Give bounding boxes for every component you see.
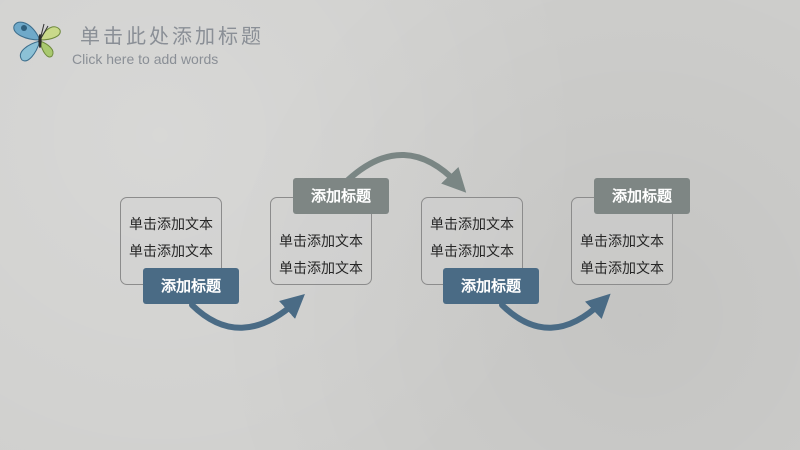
slide-header: 单击此处添加标题 Click here to add words xyxy=(10,12,310,72)
page-title[interactable]: 单击此处添加标题 xyxy=(80,24,264,48)
arrow-3-to-4 xyxy=(499,293,611,331)
step-2-label[interactable]: 添加标题 xyxy=(293,178,389,214)
butterfly-icon xyxy=(13,21,61,62)
step-4-line-2[interactable]: 单击添加文本 xyxy=(580,261,664,277)
step-2-line-1[interactable]: 单击添加文本 xyxy=(279,234,363,250)
step-2-line-2[interactable]: 单击添加文本 xyxy=(279,261,363,277)
step-1-line-1[interactable]: 单击添加文本 xyxy=(129,217,213,233)
arrow-1-to-2 xyxy=(189,294,305,331)
step-4-line-1[interactable]: 单击添加文本 xyxy=(580,234,664,250)
arrow-2-to-3 xyxy=(345,152,467,193)
step-3-line-2[interactable]: 单击添加文本 xyxy=(430,244,514,260)
step-3-line-1[interactable]: 单击添加文本 xyxy=(430,217,514,233)
page-subtitle[interactable]: Click here to add words xyxy=(72,51,219,67)
step-4-label[interactable]: 添加标题 xyxy=(594,178,690,214)
step-1-line-2[interactable]: 单击添加文本 xyxy=(129,244,213,260)
step-1-label[interactable]: 添加标题 xyxy=(143,268,239,304)
step-3-label[interactable]: 添加标题 xyxy=(443,268,539,304)
